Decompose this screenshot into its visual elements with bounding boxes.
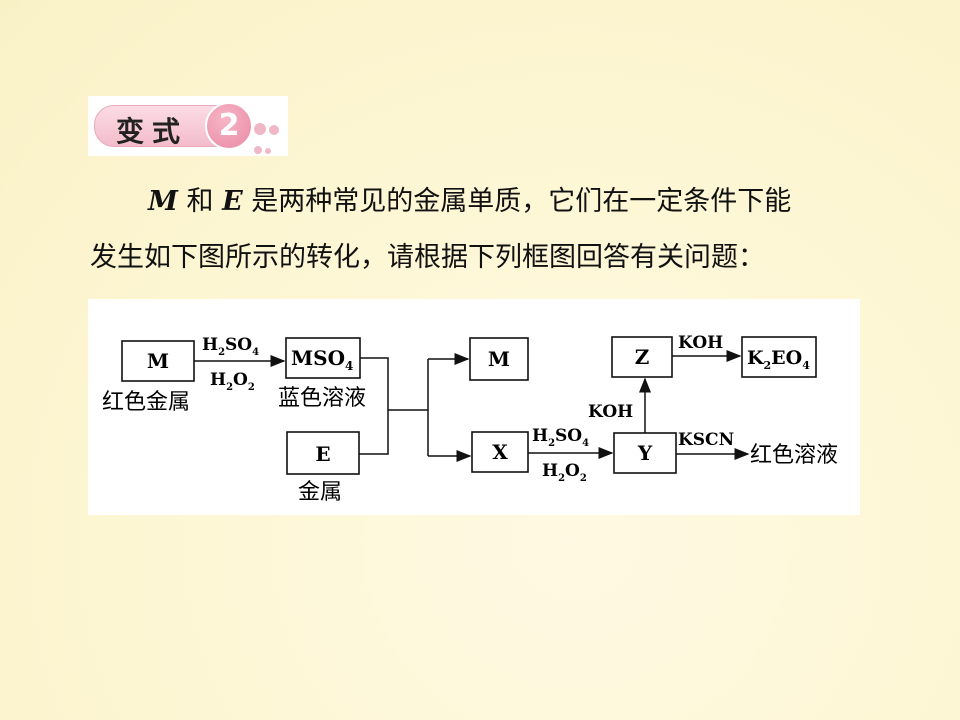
var-e: E: [222, 186, 243, 217]
badge-label: 变式: [116, 115, 189, 148]
caption-blue-solution: 蓝色溶液: [278, 386, 366, 411]
text-and: 和: [177, 186, 223, 217]
node-m-product: M: [469, 337, 529, 381]
question-line-1-rest: 是两种常见的金属单质，它们在一定条件下能: [242, 186, 792, 217]
node-z-label: Z: [635, 345, 650, 369]
reagent-koh-right: KOH: [678, 333, 723, 353]
reaction-flow-diagram: M MSO4 E M X Y Z K2EO4 红: [88, 299, 860, 515]
question-line-2: 发生如下图所示的转化，请根据下列框图回答有关问题：: [90, 242, 765, 273]
variant-badge: 变式 2: [88, 96, 288, 156]
reagent-h2so4-1: H2SO4: [202, 335, 259, 358]
node-y-label: Y: [637, 441, 653, 465]
node-m-start-label: M: [147, 349, 169, 373]
node-z: Z: [611, 336, 673, 378]
caption-metal: 金属: [298, 480, 342, 505]
var-m: M: [148, 186, 178, 217]
node-k2eo4-label: K2EO4: [747, 347, 810, 372]
connector-e-up: [359, 410, 389, 455]
reagent-koh-up: KOH: [588, 402, 633, 422]
reagent-h2so4-2: H2SO4: [532, 426, 589, 449]
node-y: Y: [613, 432, 677, 474]
node-mso4-label: MSO4: [291, 346, 353, 373]
reagent-kscn: KSCN: [678, 430, 734, 450]
node-m-start: M: [121, 340, 195, 382]
badge-dots-decoration: [254, 120, 288, 158]
node-k2eo4: K2EO4: [741, 336, 817, 378]
node-mso4: MSO4: [285, 337, 361, 379]
caption-red-metal: 红色金属: [102, 390, 190, 415]
question-line-1: M 和 E 是两种常见的金属单质，它们在一定条件下能: [148, 184, 948, 220]
connector-mso4-down: [360, 357, 389, 410]
reagent-h2o2-1: H2O2: [210, 370, 255, 393]
node-m-product-label: M: [488, 347, 510, 371]
caption-red-solution: 红色溶液: [750, 443, 838, 468]
node-x: X: [471, 431, 529, 473]
node-e-label: E: [315, 442, 330, 466]
reagent-h2o2-2: H2O2: [542, 461, 587, 484]
node-e: E: [286, 431, 360, 475]
node-x-label: X: [492, 440, 508, 464]
badge-number: 2: [205, 102, 253, 150]
